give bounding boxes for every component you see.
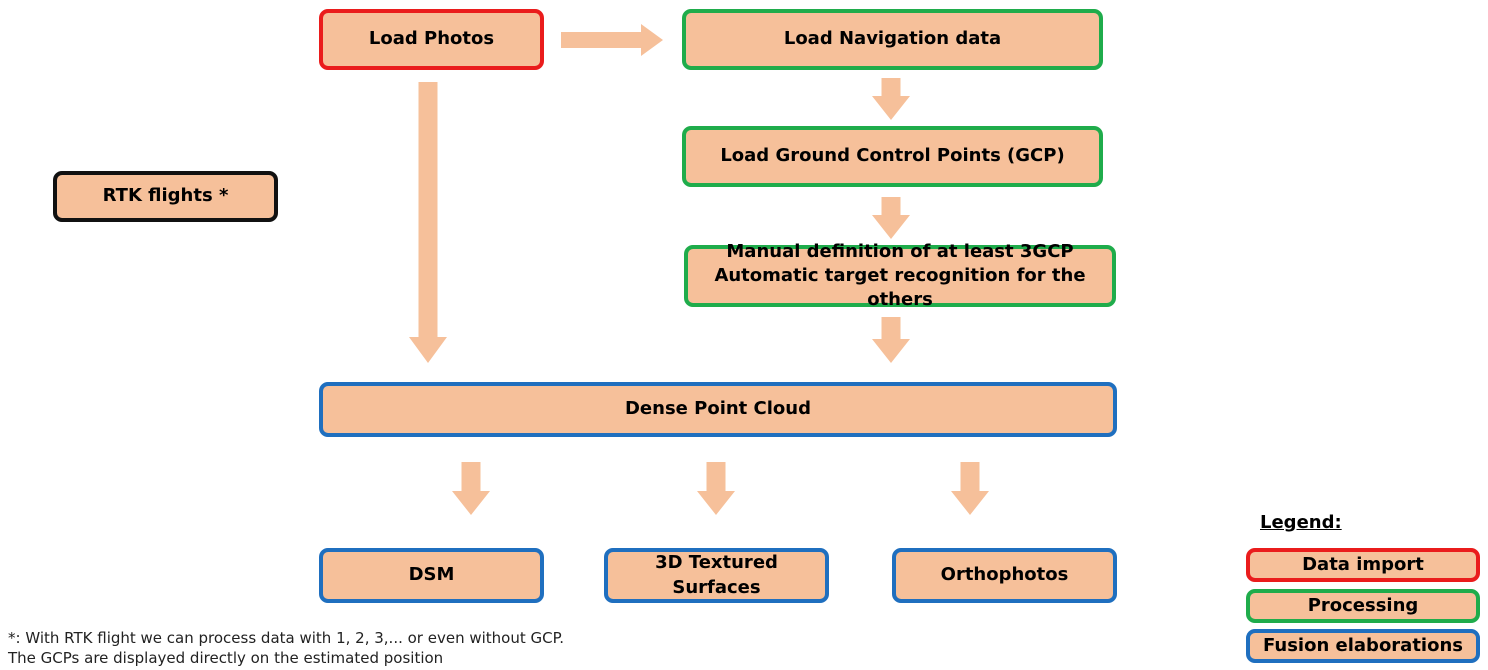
legend-label-fusion: Fusion elaborations bbox=[1262, 634, 1463, 656]
arrow-dense-cloud-to-dsm bbox=[452, 462, 490, 515]
dsm-label: DSM bbox=[408, 564, 455, 586]
legend-item-processing: Processing bbox=[1246, 589, 1480, 623]
legend-item-fusion: Fusion elaborations bbox=[1246, 629, 1480, 663]
rtk-flights-node: RTK flights * bbox=[53, 171, 278, 222]
arrow-photos-to-navigation bbox=[561, 24, 663, 56]
load-gcp-label: Load Ground Control Points (GCP) bbox=[720, 145, 1065, 167]
orthophotos-label: Orthophotos bbox=[940, 564, 1069, 586]
arrow-gcp-to-manual bbox=[872, 197, 910, 239]
arrow-navigation-to-gcp bbox=[872, 78, 910, 120]
textured-surfaces-label: 3D Textured Surfaces bbox=[655, 552, 778, 598]
load-navigation-label: Load Navigation data bbox=[783, 28, 1002, 50]
manual-definition-line2: Automatic target recognition for the oth… bbox=[714, 264, 1086, 311]
dsm-node: DSM bbox=[319, 548, 544, 603]
legend-title: Legend: bbox=[1260, 512, 1342, 533]
load-photos-node: Load Photos bbox=[319, 9, 544, 70]
manual-definition-node: Manual definition of at least 3GCP Autom… bbox=[684, 241, 1116, 310]
dense-point-cloud-node: Dense Point Cloud bbox=[319, 382, 1117, 437]
load-navigation-node: Load Navigation data bbox=[682, 9, 1103, 70]
legend-label-data-import: Data import bbox=[1302, 553, 1424, 575]
arrow-manual-to-dense-cloud bbox=[872, 317, 910, 363]
footnote-line2: The GCPs are displayed directly on the e… bbox=[8, 649, 444, 667]
dense-point-cloud-label: Dense Point Cloud bbox=[624, 398, 811, 420]
load-photos-label: Load Photos bbox=[368, 28, 495, 50]
legend-label-processing: Processing bbox=[1307, 594, 1419, 616]
arrow-dense-cloud-to-orthophotos bbox=[951, 462, 989, 515]
footnote: *: With RTK flight we can process data w… bbox=[8, 628, 564, 668]
rtk-flights-label: RTK flights * bbox=[102, 185, 229, 207]
legend-item-data-import: Data import bbox=[1246, 548, 1480, 582]
orthophotos-node: Orthophotos bbox=[892, 548, 1117, 603]
arrow-photos-to-dense-cloud bbox=[409, 82, 447, 363]
load-gcp-node: Load Ground Control Points (GCP) bbox=[682, 126, 1103, 187]
footnote-line1: *: With RTK flight we can process data w… bbox=[8, 629, 565, 647]
manual-definition-line1: Manual definition of at least 3GCP bbox=[726, 240, 1074, 262]
arrow-dense-cloud-to-textured bbox=[697, 462, 735, 515]
textured-surfaces-node: 3D Textured Surfaces bbox=[604, 548, 829, 603]
